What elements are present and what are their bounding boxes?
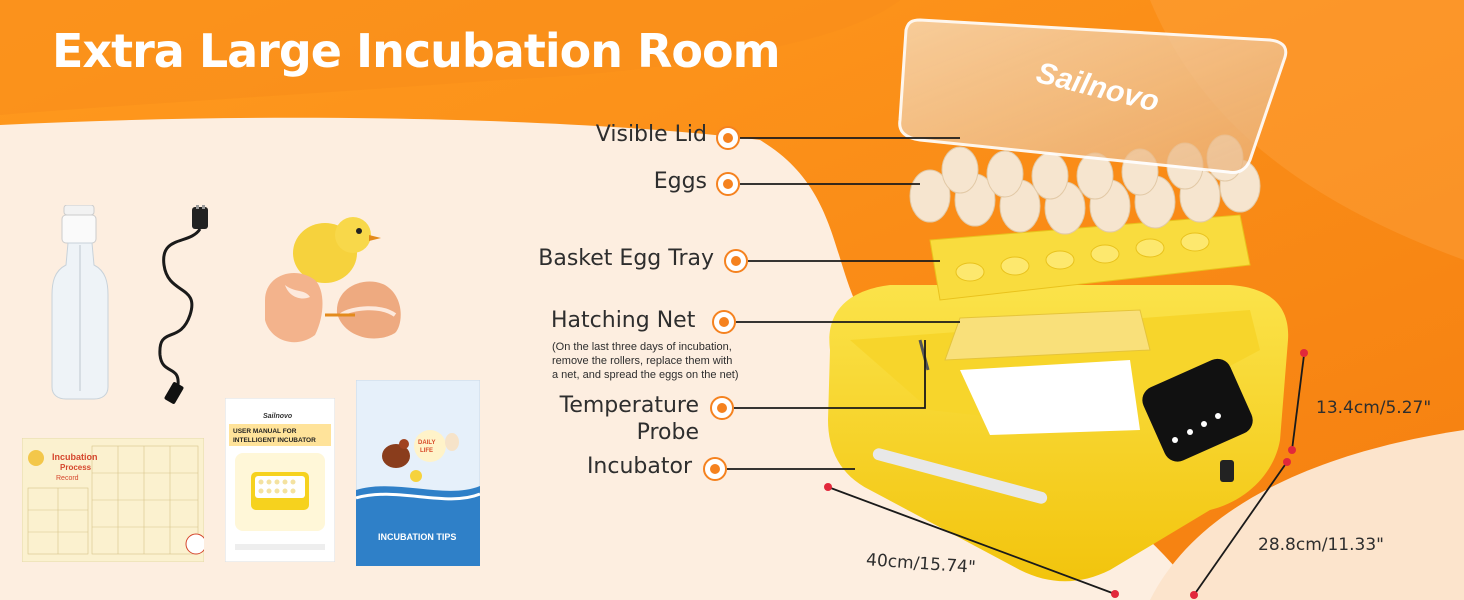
booklet-badge-1: DAILY: [418, 440, 435, 446]
record-card-title-2: Process: [60, 463, 92, 472]
incubation-tips-booklet-image: DAILY LIFE INCUBATION TIPS: [356, 380, 480, 566]
record-card-title-3: Record: [56, 475, 79, 482]
callout-marker-icon: [724, 249, 748, 273]
temperature-probe-line-1: Temperature: [559, 393, 699, 418]
temperature-probe-line-2: Probe: [636, 420, 699, 445]
hatching-net-note: (On the last three days of incubation, r…: [552, 340, 739, 382]
callout-marker-icon: [716, 172, 740, 196]
incubator-product-image: Sailnovo: [828, 18, 1289, 582]
callout-incubator: Incubator: [586, 454, 692, 479]
note-line: remove the rollers, replace them with: [552, 355, 733, 367]
dimension-height: 13.4cm/5.27": [1316, 398, 1432, 418]
chick-eggshell-image: [265, 217, 401, 343]
manual-title-1: USER MANUAL FOR: [233, 428, 297, 435]
manual-title-2: INTELLIGENT INCUBATOR: [233, 437, 316, 444]
incubation-record-card-image: Incubation Process Record: [22, 438, 204, 562]
callout-temperature-probe: Temperature Probe: [560, 392, 699, 446]
note-line: (On the last three days of incubation,: [552, 341, 732, 353]
headline: Extra Large Incubation Room: [52, 24, 781, 78]
callout-eggs: Eggs: [653, 169, 707, 194]
power-cord-image: [158, 205, 208, 404]
dimension-depth: 28.8cm/11.33": [1258, 535, 1384, 555]
booklet-title: INCUBATION TIPS: [378, 532, 456, 542]
booklet-badge-2: LIFE: [420, 448, 433, 454]
note-line: a net, and spread the eggs on the net): [552, 369, 739, 381]
callout-marker-icon: [703, 457, 727, 481]
callout-hatching-net: Hatching Net: [551, 308, 696, 333]
callout-marker-icon: [710, 396, 734, 420]
callout-visible-lid: Visible Lid: [595, 122, 707, 147]
user-manual-image: Sailnovo USER MANUAL FOR INTELLIGENT INC…: [225, 398, 335, 562]
callout-basket-egg-tray: Basket Egg Tray: [538, 246, 714, 271]
callout-marker-icon: [716, 126, 740, 150]
callout-marker-icon: [712, 310, 736, 334]
record-card-title-1: Incubation: [52, 452, 98, 462]
spray-bottle-image: [51, 205, 109, 400]
manual-brand: Sailnovo: [263, 413, 293, 420]
